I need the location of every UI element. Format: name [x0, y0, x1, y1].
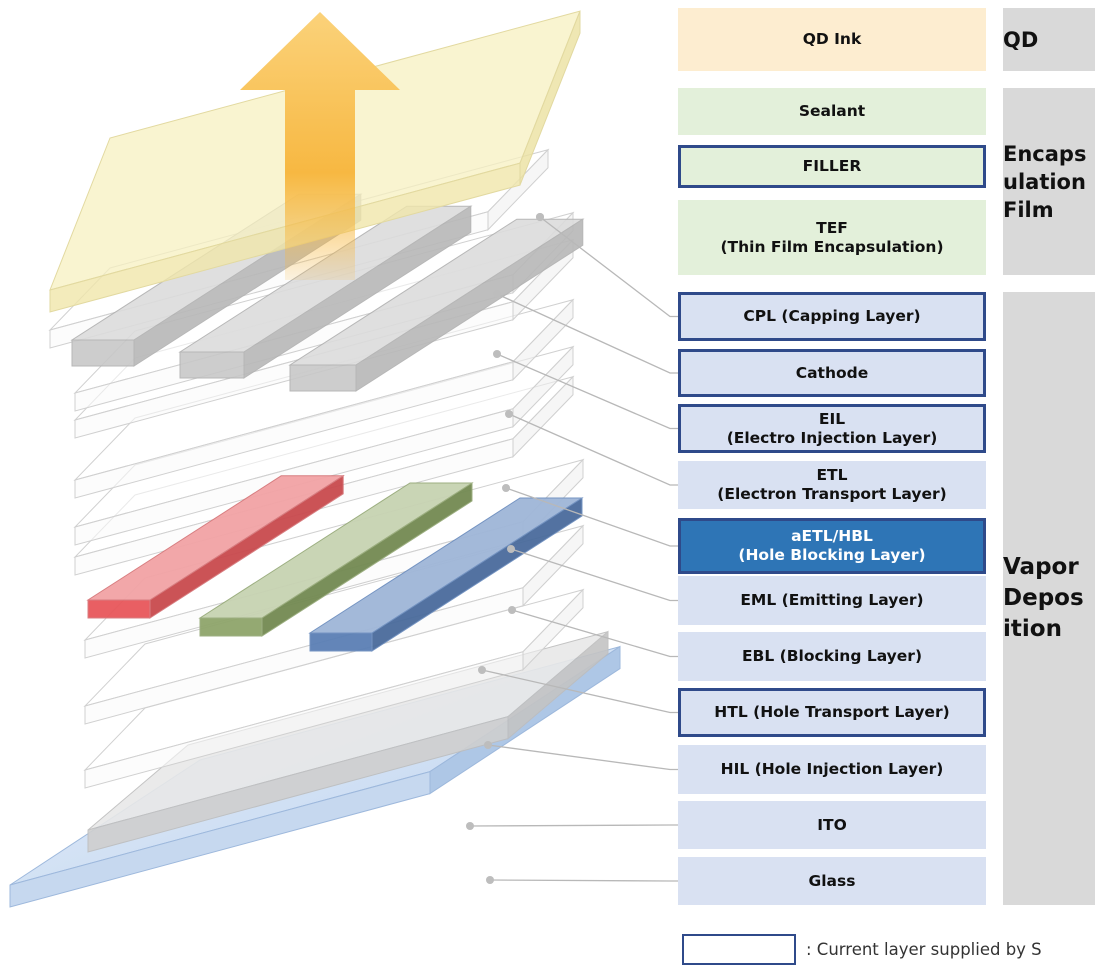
connector-dot	[484, 741, 492, 749]
light-output-arrow	[240, 12, 400, 280]
connector-dot	[478, 666, 486, 674]
connector-line	[496, 293, 678, 374]
connector-line	[508, 413, 678, 486]
layer-label-12: HTL (Hole Transport Layer)	[678, 688, 986, 737]
hil-plate	[83, 588, 585, 789]
connector-line	[487, 744, 678, 771]
connector-line	[511, 609, 678, 658]
layer-label-7: EIL (Electro Injection Layer)	[678, 404, 986, 453]
category-vapor: Vapor Depos ition	[1003, 292, 1095, 905]
category-encapsulation: Encaps ulation Film	[1003, 88, 1095, 275]
red-emitter	[86, 474, 345, 619]
layer-label-6: Cathode	[678, 349, 986, 397]
category-qd: QD	[1003, 8, 1095, 71]
layer-label-2: Sealant	[678, 88, 986, 135]
connector-line	[510, 548, 678, 602]
connector-line	[481, 669, 678, 714]
connector-dot	[536, 213, 544, 221]
connector-line	[539, 216, 678, 318]
layer-label-5: CPL (Capping Layer)	[678, 292, 986, 341]
connector-line	[489, 879, 678, 882]
connector-line	[469, 824, 678, 827]
layer-label-14: ITO	[678, 801, 986, 849]
cathode-bar-3	[288, 218, 585, 392]
green-emitter	[198, 482, 474, 637]
connector-dot	[466, 822, 474, 830]
connector-dot	[508, 606, 516, 614]
layer-label-13: HIL (Hole Injection Layer)	[678, 745, 986, 794]
connector-dot	[493, 290, 501, 298]
layer-label-10: EML (Emitting Layer)	[678, 576, 986, 625]
layer-label-4: TEF (Thin Film Encapsulation)	[678, 200, 986, 275]
connector-line	[496, 353, 678, 430]
connector-dot	[502, 484, 510, 492]
layer-label-3: FILLER	[678, 145, 986, 188]
legend-swatch	[682, 934, 796, 965]
connector-dot	[493, 350, 501, 358]
connector-line	[505, 487, 678, 547]
legend-text: : Current layer supplied by S	[806, 940, 1042, 959]
blue-emitter	[308, 497, 584, 652]
layer-label-15: Glass	[678, 857, 986, 905]
connector-dot	[505, 410, 513, 418]
layer-label-11: EBL (Blocking Layer)	[678, 632, 986, 681]
layer-label-9: aETL/HBL (Hole Blocking Layer)	[678, 518, 986, 574]
layer-label-1: QD Ink	[678, 8, 986, 71]
layer-label-8: ETL (Electron Transport Layer)	[678, 461, 986, 509]
connector-dot	[507, 545, 515, 553]
connector-dot	[486, 876, 494, 884]
